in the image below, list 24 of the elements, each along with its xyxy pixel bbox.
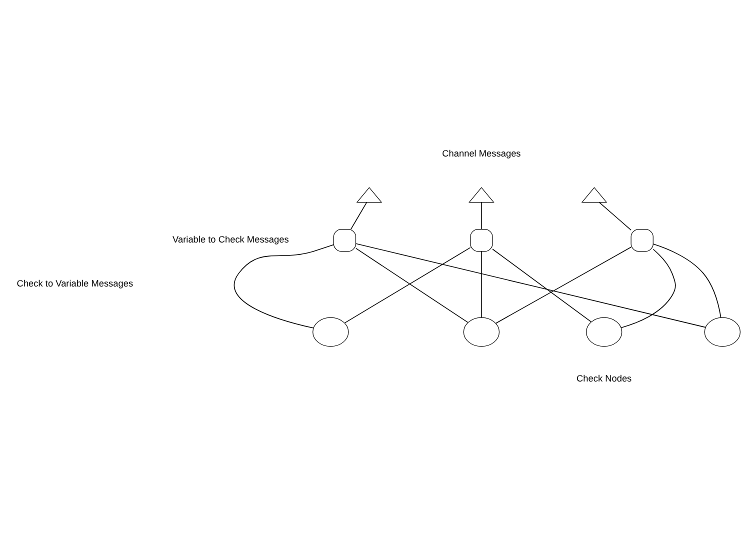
connector bbox=[481, 250, 482, 318]
connector bbox=[620, 248, 676, 328]
label: Check Nodes bbox=[576, 373, 632, 384]
node-triangle bbox=[468, 186, 494, 202]
connector bbox=[355, 242, 706, 328]
label: Check to Variable Messages bbox=[16, 278, 134, 288]
node-triangle bbox=[581, 186, 608, 202]
connector bbox=[652, 243, 722, 318]
node-box bbox=[630, 228, 654, 252]
label: Variable to Check Messages bbox=[172, 234, 289, 244]
node-triangle bbox=[356, 186, 382, 202]
node-circle bbox=[312, 316, 349, 346]
connector bbox=[492, 248, 592, 322]
node-circle bbox=[704, 316, 741, 346]
connector bbox=[495, 246, 632, 324]
node-circle bbox=[463, 316, 500, 346]
connector bbox=[481, 201, 482, 230]
node-box bbox=[470, 228, 493, 252]
label: Channel Messages bbox=[442, 148, 521, 158]
connector bbox=[598, 201, 632, 230]
connector bbox=[350, 201, 368, 230]
node-box bbox=[333, 228, 356, 252]
node-circle bbox=[586, 316, 622, 346]
connector bbox=[234, 244, 334, 328]
